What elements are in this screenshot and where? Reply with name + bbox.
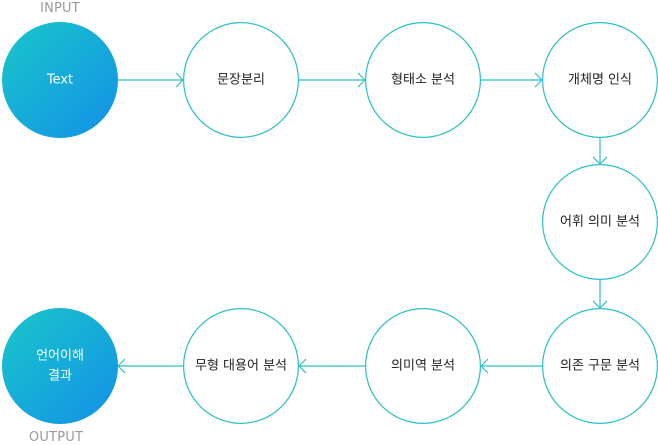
input-label: INPUT	[40, 1, 80, 16]
node-label: 어휘 의미 분석	[560, 215, 640, 230]
node-text: Text	[2, 22, 118, 138]
node-circle	[365, 308, 482, 425]
node-label: 무형 대용어 분석	[195, 359, 287, 374]
node-dependency-parsing: 의존 구문 분석	[541, 308, 658, 425]
node-label: Text	[46, 73, 73, 88]
node-semantic-role: 의미역 분석	[365, 308, 482, 425]
node-label: 문장분리	[217, 73, 265, 88]
node-label: 형태소 분석	[391, 73, 455, 88]
node-circle	[365, 21, 482, 139]
node-morpheme-analysis: 형태소 분석	[365, 21, 482, 139]
node-circle	[541, 21, 658, 139]
edges-layer	[117, 72, 608, 374]
node-label: 의존 구문 분석	[560, 359, 640, 374]
output-label: OUTPUT	[29, 430, 83, 445]
node-named-entity: 개체명 인식	[541, 21, 658, 139]
node-zero-anaphora: 무형 대용어 분석	[183, 308, 300, 425]
edge-lexical-semantic-to-dependency-parsing	[592, 280, 608, 309]
edge-named-entity-to-lexical-semantic	[592, 138, 608, 165]
node-lexical-semantic: 어휘 의미 분석	[541, 164, 658, 281]
edge-semantic-role-to-zero-anaphora	[298, 358, 365, 374]
node-circle	[183, 308, 300, 425]
edge-morpheme-analysis-to-named-entity	[481, 72, 543, 88]
edge-dependency-parsing-to-semantic-role	[480, 358, 542, 374]
node-label: 언어이해	[36, 349, 84, 364]
edge-sentence-split-to-morpheme-analysis	[299, 72, 366, 88]
edge-zero-anaphora-to-result	[117, 358, 183, 374]
node-sentence-split: 문장분리	[183, 21, 300, 139]
node-circle	[183, 21, 300, 139]
node-label: 개체명 인식	[568, 73, 632, 88]
node-circle	[541, 164, 658, 281]
node-label: 의미역 분석	[391, 359, 455, 374]
edge-text-to-sentence-split	[118, 72, 184, 88]
node-label: 결과	[48, 369, 72, 384]
node-circle	[541, 308, 658, 425]
node-circle	[2, 22, 118, 138]
node-circle	[2, 308, 118, 424]
